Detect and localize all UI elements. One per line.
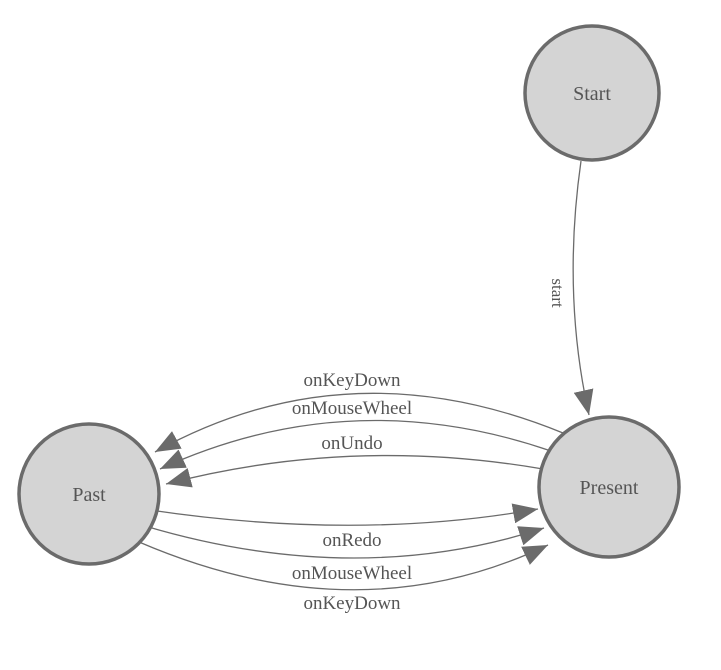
edge-path-start xyxy=(572,160,594,416)
edge-label-onmousewheel-bottom: onMouseWheel xyxy=(292,563,412,584)
edge-present-to-past-onmousewheel: onMouseWheel xyxy=(159,398,552,470)
edge-label-onkeydown-top: onKeyDown xyxy=(303,370,401,391)
edge-label-onundo: onUndo xyxy=(321,433,382,454)
node-present[interactable]: Present xyxy=(537,415,681,559)
edge-path-onredo xyxy=(149,503,539,526)
edge-start-to-present: start xyxy=(548,160,594,416)
edge-past-to-present-onredo: onRedo xyxy=(149,503,539,551)
node-past[interactable]: Past xyxy=(17,422,161,566)
edge-path-onkeydown-top xyxy=(154,392,564,453)
edge-present-to-past-onkeydown: onKeyDown xyxy=(154,370,564,453)
edge-present-to-past-onundo: onUndo xyxy=(165,433,544,488)
edge-label-onmousewheel-top: onMouseWheel xyxy=(292,398,412,419)
edge-past-to-present-onkeydown: onKeyDown xyxy=(138,541,549,614)
node-start-circle[interactable] xyxy=(523,24,661,162)
edge-path-onmousewheel-top xyxy=(159,419,552,470)
edges: start onKeyDown onMouseWheel onUndo onRe… xyxy=(138,160,594,614)
node-present-circle[interactable] xyxy=(537,415,681,559)
edge-path-onmousewheel-bottom xyxy=(144,525,545,559)
edge-path-onundo xyxy=(165,454,544,488)
edge-past-to-present-onmousewheel: onMouseWheel xyxy=(144,525,545,584)
edge-label-onredo: onRedo xyxy=(322,530,381,551)
node-start[interactable]: Start xyxy=(523,24,661,162)
edge-label-start: start xyxy=(548,278,567,308)
edge-path-onkeydown-bottom xyxy=(138,541,549,591)
nodes: Start Past Present xyxy=(17,24,681,566)
node-past-circle[interactable] xyxy=(17,422,161,566)
edge-label-onkeydown-bottom: onKeyDown xyxy=(303,593,401,614)
